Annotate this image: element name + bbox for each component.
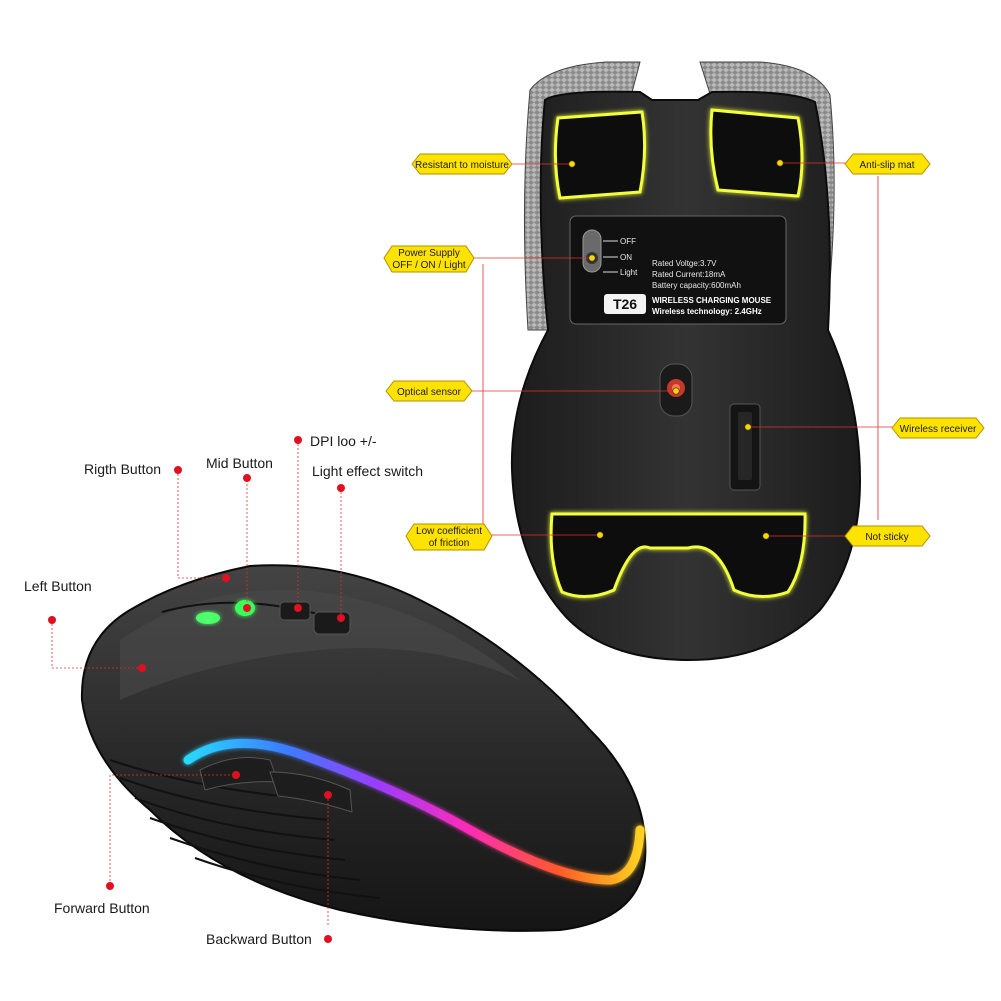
mode-light <box>196 612 220 624</box>
callout-antislip: Anti-slip mat <box>844 153 931 175</box>
rgb-light-strip <box>183 738 645 885</box>
model-badge <box>604 294 646 314</box>
side-view <box>80 564 647 932</box>
top-left-foot <box>553 110 647 200</box>
spec-current: Rated Current:18mA <box>652 270 726 279</box>
power-switch[interactable] <box>582 229 602 273</box>
top-right-foot <box>709 108 804 198</box>
switch-label-off: OFF <box>620 237 636 246</box>
dpi-button[interactable] <box>279 601 311 621</box>
spec-voltage: Rated Voltge:3.7V <box>652 259 717 268</box>
side-leaders <box>51 440 342 925</box>
bottom-dots <box>568 159 784 540</box>
label-light-switch: Light effect switch <box>312 463 423 479</box>
label-right-button: Rigth Button <box>84 461 161 477</box>
switch-label-on: ON <box>620 253 632 262</box>
wireless-tech: Wireless technology: 2.4GHz <box>652 307 762 316</box>
spec-battery: Battery capacity:600mAh <box>652 281 741 290</box>
bottom-view: OFF ON Light Rated Voltge:3.7V Rated Cur… <box>510 61 862 662</box>
svg-text:Wireless receiver: Wireless receiver <box>900 424 977 435</box>
callout-notsticky: Not sticky <box>844 525 931 547</box>
svg-text:of friction: of friction <box>429 538 470 549</box>
light-effect-switch[interactable] <box>313 611 351 635</box>
label-mid-button: Mid Button <box>206 455 273 471</box>
svg-text:Low coefficient: Low coefficient <box>416 526 482 537</box>
model-name: T26 <box>613 296 637 312</box>
label-backward: Backward Button <box>206 931 312 947</box>
svg-text:Not sticky: Not sticky <box>865 532 908 543</box>
callout-receiver: Wireless receiver <box>891 417 985 439</box>
label-dpi: DPI loo +/- <box>310 433 377 449</box>
bottom-leaders <box>470 162 893 537</box>
callout-moisture: Resistant to moisture <box>411 153 513 175</box>
label-left-button: Left Button <box>24 578 92 594</box>
bottom-foot <box>549 512 807 598</box>
callout-optical: Optical sensor <box>385 380 473 402</box>
svg-text:Resistant to moisture: Resistant to moisture <box>415 160 509 171</box>
side-dots <box>48 436 345 943</box>
callout-power-supply: Power Supply OFF / ON / Light <box>383 245 475 273</box>
svg-text:Optical sensor: Optical sensor <box>397 387 462 398</box>
label-forward: Forward Button <box>54 900 150 916</box>
callout-friction: Low coefficient of friction <box>405 523 493 551</box>
svg-text:OFF / ON / Light: OFF / ON / Light <box>392 260 466 271</box>
svg-text:Power Supply: Power Supply <box>398 248 460 259</box>
switch-label-light: Light <box>620 268 638 277</box>
backward-button[interactable] <box>269 771 353 813</box>
svg-text:Anti-slip mat: Anti-slip mat <box>859 160 914 171</box>
product-name: WIRELESS CHARGING MOUSE <box>652 296 772 305</box>
